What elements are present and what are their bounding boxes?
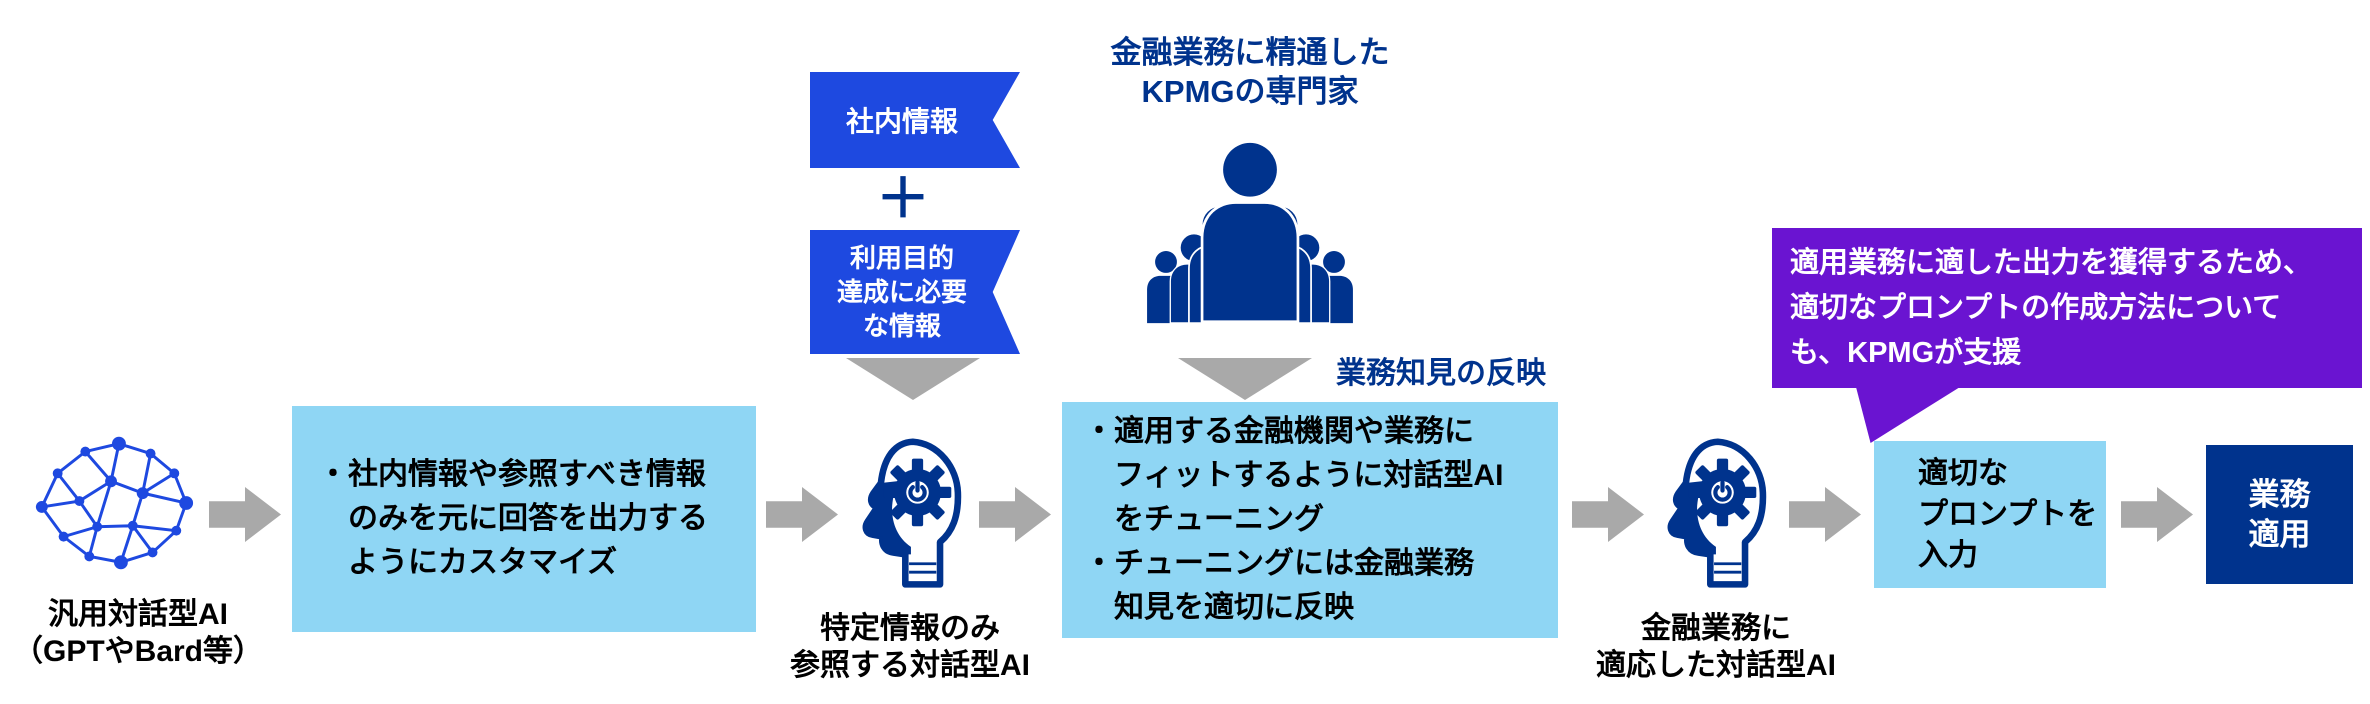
label-line: 特定情報のみ xyxy=(820,612,1000,645)
right-arrow-icon xyxy=(1572,487,1644,542)
purpose-info-ribbon: 利用目的 達成に必要 な情報 xyxy=(810,230,1020,354)
right-arrow-icon xyxy=(979,487,1051,542)
box-line: をチューニング xyxy=(1084,503,1324,536)
label-line: （GPTやBard等） xyxy=(12,635,264,668)
box-line: のみを元に回答を出力する xyxy=(318,502,708,535)
callout-line: 適切なプロンプトの作成方法について xyxy=(1790,292,2282,324)
ai-head-gear-icon xyxy=(1667,438,1767,588)
title-line: KPMGの専門家 xyxy=(1141,74,1359,109)
label-line: 適応した対話型AI xyxy=(1596,649,1836,682)
callout-line: 適用業務に適した出力を獲得するため、 xyxy=(1790,247,2313,279)
box-line: ようにカスタマイズ xyxy=(318,546,618,579)
box-line: 適切な xyxy=(1918,457,2008,490)
people-group-icon xyxy=(1145,118,1355,325)
network-icon xyxy=(35,436,194,570)
box-line: フィットするように対話型AI xyxy=(1084,459,1504,492)
right-arrow-icon xyxy=(1789,487,1861,542)
callout-line: も、KPMGが支援 xyxy=(1790,337,2022,369)
box-line: ・社内情報や参照すべき情報 xyxy=(318,458,706,491)
internal-info-ribbon: 社内情報 xyxy=(810,72,1020,168)
box-line: ・チューニングには金融業務 xyxy=(1084,547,1474,580)
right-arrow-icon xyxy=(766,487,838,542)
ai-head-gear-icon xyxy=(862,438,962,588)
label-line: 金融業務に xyxy=(1641,612,1791,645)
right-arrow-icon xyxy=(209,487,281,542)
down-arrow-icon xyxy=(1178,358,1312,400)
prompt-box: 適切な プロンプトを 入力 xyxy=(1874,441,2106,588)
business-apply-box: 業務 適用 xyxy=(2206,445,2353,584)
ribbon-label: 社内情報 xyxy=(845,106,958,137)
box-line: 業務 xyxy=(2248,476,2311,512)
generic-ai-label: 汎用対話型AI （GPTやBard等） xyxy=(0,596,276,670)
kpmg-support-callout: 適用業務に適した出力を獲得するため、 適切なプロンプトの作成方法について も、K… xyxy=(1772,228,2362,388)
box-line: プロンプトを xyxy=(1918,498,2098,531)
box-line: 知見を適切に反映 xyxy=(1084,591,1354,624)
box-line: ・適用する金融機関や業務に xyxy=(1084,415,1474,448)
tuning-box: ・適用する金融機関や業務に フィットするように対話型AI をチューニング ・チュ… xyxy=(1062,402,1558,638)
adapted-ai-label: 金融業務に 適応した対話型AI xyxy=(1563,610,1869,684)
experts-title: 金融業務に精通した KPMGの専門家 xyxy=(1075,33,1425,111)
customize-box: ・社内情報や参照すべき情報 のみを元に回答を出力する ようにカスタマイズ xyxy=(292,406,756,632)
label-line: 汎用対話型AI xyxy=(48,598,228,631)
ribbon-label-line: 達成に必要 xyxy=(836,277,967,307)
ribbon-label-line: 利用目的 xyxy=(849,243,954,273)
box-line: 適用 xyxy=(2248,516,2311,552)
knowledge-note: 業務知見の反映 xyxy=(1336,357,1546,390)
label-line: 参照する対話型AI xyxy=(790,649,1030,682)
ribbon-label-line: な情報 xyxy=(862,311,941,341)
title-line: 金融業務に精通した xyxy=(1110,35,1390,70)
specific-ai-label: 特定情報のみ 参照する対話型AI xyxy=(758,610,1062,684)
plus-sign: ＋ xyxy=(876,169,930,229)
right-arrow-icon xyxy=(2121,487,2193,542)
box-line: 入力 xyxy=(1918,539,1978,572)
callout-pointer xyxy=(1856,387,1960,443)
down-arrow-icon xyxy=(846,358,980,400)
